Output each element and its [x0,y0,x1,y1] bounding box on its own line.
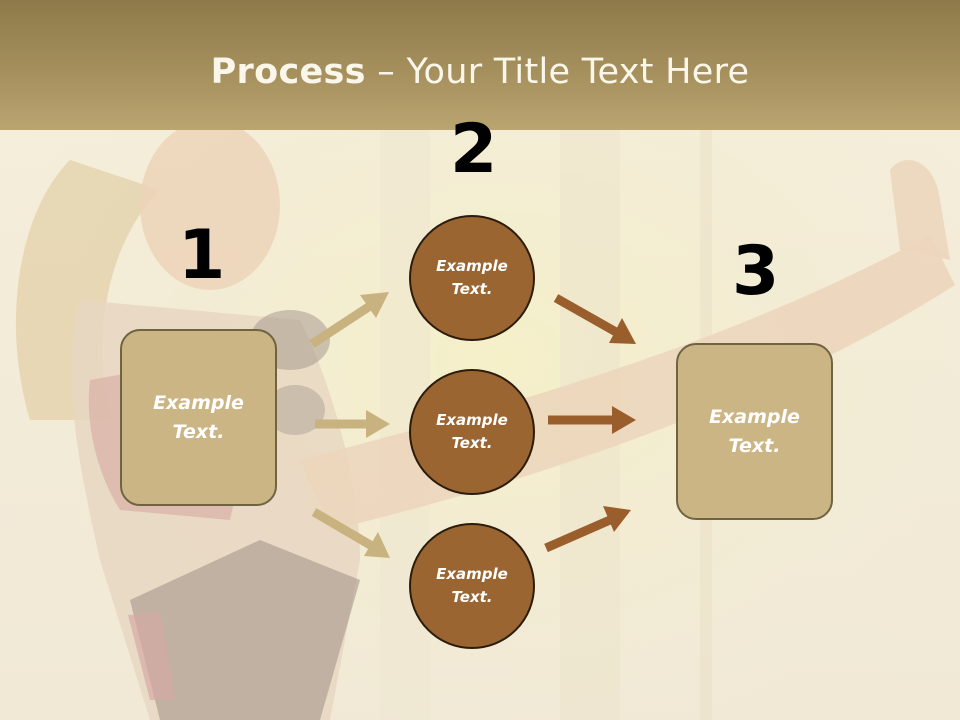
step-2-circle-top: Example Text. [409,215,535,341]
arrow-2-to-3-mid [548,406,636,434]
title-band [0,0,960,130]
step-number-2: 2 [450,110,498,189]
title-rest: – Your Title Text Here [365,52,750,92]
title-bold: Process [210,52,366,92]
step-number-3: 3 [732,232,780,311]
arrow-1-to-2-bottom [311,508,390,558]
step-2-circle-middle: Example Text. [409,369,535,495]
arrow-2-to-3-top [553,294,636,344]
step-2-circle-bottom: Example Text. [409,523,535,649]
slide-title: Process – Your Title Text Here [0,52,960,92]
step-3-box: Example Text. [676,343,833,520]
step-1-box: Example Text. [120,329,277,506]
arrow-1-to-2-top [309,292,389,348]
arrow-2-to-3-bottom [544,506,631,553]
step-number-1: 1 [178,216,226,295]
arrow-1-to-2-mid [315,410,390,438]
